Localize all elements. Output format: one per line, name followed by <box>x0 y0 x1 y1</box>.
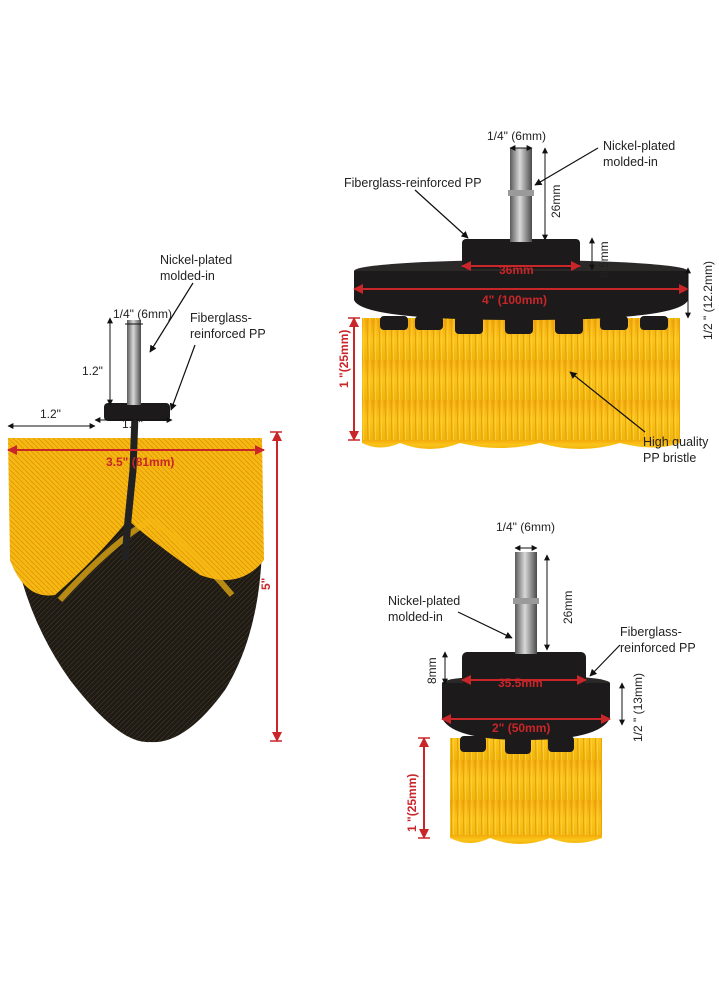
large-label-bristle-1: High quality <box>643 435 709 449</box>
small-label-fiberglass-2: reinforced PP <box>620 641 696 655</box>
round-brush-shaft <box>127 320 141 405</box>
small-label-nickel-1: Nickel-plated <box>388 594 460 608</box>
small-dim-shaft-width: 1/4" (6mm) <box>496 520 555 534</box>
round-dim-height: 5" <box>259 578 273 590</box>
large-brush-bristles <box>362 318 680 443</box>
small-dim-diameter: 2" (50mm) <box>492 721 550 735</box>
large-brush-base <box>354 271 688 320</box>
small-label-nickel-2: molded-in <box>388 610 443 624</box>
large-dim-hub-height: 8.5mm <box>597 241 611 278</box>
small-flat-brush: 1/4" (6mm) Nickel-plated molded-in 26mm … <box>388 520 696 844</box>
large-dim-base-height: 1/2 " (12.2mm) <box>701 261 715 340</box>
large-dim-hub-diameter: 36mm <box>499 263 534 277</box>
small-dim-bristle-height: 1 "(25mm) <box>405 774 419 832</box>
large-label-nickel-2: molded-in <box>603 155 658 169</box>
round-dim-hub: 1.1" <box>122 417 143 431</box>
round-brush: Nickel-plated molded-in Fiberglass- rein… <box>7 253 282 743</box>
small-dim-base-height: 1/2 " (13mm) <box>631 673 645 742</box>
small-brush-base <box>442 683 610 740</box>
large-label-fiberglass: Fiberglass-reinforced PP <box>344 176 482 190</box>
small-label-fiberglass-1: Fiberglass- <box>620 625 682 639</box>
round-label-fiberglass-1: Fiberglass- <box>190 311 252 325</box>
round-brush-hub <box>104 403 170 421</box>
large-dim-bristle-height: 1 "(25mm) <box>337 330 351 388</box>
large-dim-shaft-width: 1/4" (6mm) <box>487 129 546 143</box>
large-label-bristle-2: PP bristle <box>643 451 696 465</box>
large-label-nickel-1: Nickel-plated <box>603 139 675 153</box>
round-dim-shaft-width: 1/4" (6mm) <box>113 307 172 321</box>
large-flat-brush: 1/4" (6mm) Nickel-plated molded-in Fiber… <box>337 129 715 465</box>
round-label-fiberglass-2: reinforced PP <box>190 327 266 341</box>
round-label-nickel-2: molded-in <box>160 269 215 283</box>
round-dim-offset: 1.2" <box>40 407 61 421</box>
small-dim-hub-height: 8mm <box>425 657 439 684</box>
round-label-nickel-1: Nickel-plated <box>160 253 232 267</box>
large-dim-shaft-height: 26mm <box>549 185 563 218</box>
small-brush-bristles <box>450 738 602 838</box>
large-dim-diameter: 4" (100mm) <box>482 293 547 307</box>
small-dim-hub-diameter: 35.5mm <box>498 676 543 690</box>
round-dim-diameter: 3.5" (81mm) <box>106 455 174 469</box>
round-dim-shaft-height: 1.2" <box>82 364 103 378</box>
small-dim-shaft-height: 26mm <box>561 591 575 624</box>
